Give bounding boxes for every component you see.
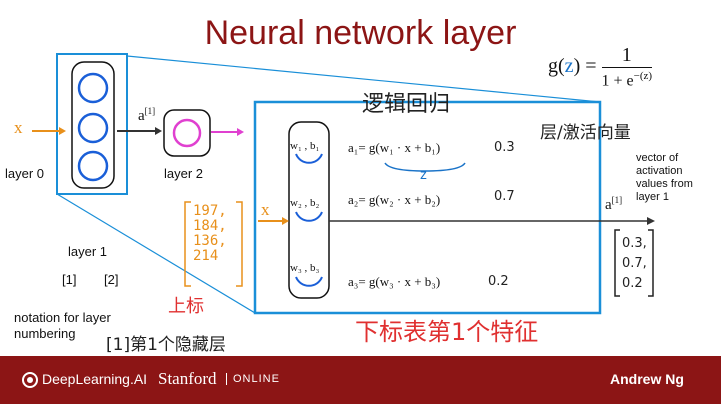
vector-note-4: layer 1 [636, 191, 670, 203]
layer1-label: layer 1 [68, 244, 108, 259]
formula-var: z [564, 54, 574, 77]
input-value-1: 197, [193, 203, 227, 219]
layer0-label: layer 0 [5, 166, 45, 181]
formula-denominator: 1 + e [601, 72, 634, 90]
neuron2-eq: = g(w₂ · x + b₂) [358, 192, 441, 207]
a1-label: a [138, 108, 145, 124]
neuron1-eq: = g(w₁ · x + b₁) [358, 140, 441, 155]
neuron3-value: 0.2 [488, 274, 509, 289]
input-x-label: x [14, 118, 23, 137]
superscript-note: 上标 [168, 296, 204, 317]
logistic-note: 逻辑回归 [362, 92, 451, 117]
neuron1-act: a₁ [348, 140, 359, 155]
layer2-box [163, 109, 211, 157]
a1-superscript: [1] [144, 106, 156, 116]
zoom-frame [253, 100, 602, 315]
vector-note: vector of activation values from layer 1 [636, 152, 693, 204]
zoom-line-top [126, 55, 601, 103]
slide-title: Neural network layer [204, 14, 517, 52]
output-value-2: 0.7, [622, 256, 647, 271]
bracket-1: [1] [62, 272, 77, 287]
output-superscript: [1] [611, 195, 623, 205]
vector-note-1: vector of [636, 152, 679, 164]
zoomed-column [288, 121, 330, 299]
output-value-3: 0.2 [622, 276, 643, 291]
vector-note-3: values from [636, 178, 693, 190]
neuron-2 [77, 112, 109, 144]
layer2-label: layer 2 [164, 166, 204, 181]
sigmoid-formula: g(z) = 1 1 + e−(z) [548, 44, 653, 90]
footer-author: Andrew Ng [610, 371, 684, 387]
formula-eq: ) = [573, 54, 597, 77]
neuron3-act: a₃ [348, 274, 359, 289]
formula-numerator: 1 [601, 44, 653, 68]
bracket-2: [2] [104, 272, 119, 287]
output-label: a [605, 197, 612, 213]
input-value-3: 136, [193, 233, 227, 249]
vector-note-2: activation [636, 165, 683, 177]
notation-line2: numbering [14, 326, 76, 341]
neuron1-value: 0.3 [494, 140, 515, 155]
notation-line1: notation for layer [14, 310, 111, 325]
neuron1-params: w₁ , b₁ [290, 140, 320, 152]
neuron-3 [77, 150, 109, 182]
footer-stanford: Stanford [158, 369, 217, 388]
footer-online: ONLINE [226, 373, 280, 385]
footer-bar: DeepLearning.AI Stanford ONLINE Andrew N… [0, 356, 721, 404]
deeplearning-logo-icon [22, 372, 38, 388]
output-vector: 0.3, 0.7, 0.2 [622, 234, 647, 294]
neuron2-params: w₂ , b₂ [290, 197, 320, 209]
neuron3-eq: = g(w₃ · x + b₃) [358, 274, 441, 289]
neuron2-act: a₂ [348, 192, 359, 207]
input-value-2: 184, [193, 218, 227, 234]
neuron3-params: w₃ , b₃ [290, 262, 320, 274]
neuron-1 [77, 72, 109, 104]
layer1-frame [56, 53, 128, 195]
hidden-layer-note: [1]第1个隐藏层 [106, 335, 226, 355]
z-label: z [420, 166, 427, 182]
formula-lhs: g( [548, 54, 565, 77]
zoom-line-bottom [56, 193, 256, 314]
layer2-neuron [172, 118, 202, 148]
layer-activation-note: 层/激活向量 [540, 123, 631, 143]
input-values-note: 197, 184, 136, 214 [193, 204, 227, 264]
layer1-column [71, 61, 115, 189]
inner-input-x: x [261, 200, 270, 219]
network-diagram [32, 53, 655, 315]
neuron2-value: 0.7 [494, 189, 515, 204]
subscript-note: 下标表第1个特征 [355, 318, 539, 346]
input-value-4: 214 [193, 248, 219, 264]
formula-exponent: −(z) [633, 70, 653, 82]
output-value-1: 0.3, [622, 236, 647, 251]
footer-brand: DeepLearning.AI [42, 371, 148, 387]
